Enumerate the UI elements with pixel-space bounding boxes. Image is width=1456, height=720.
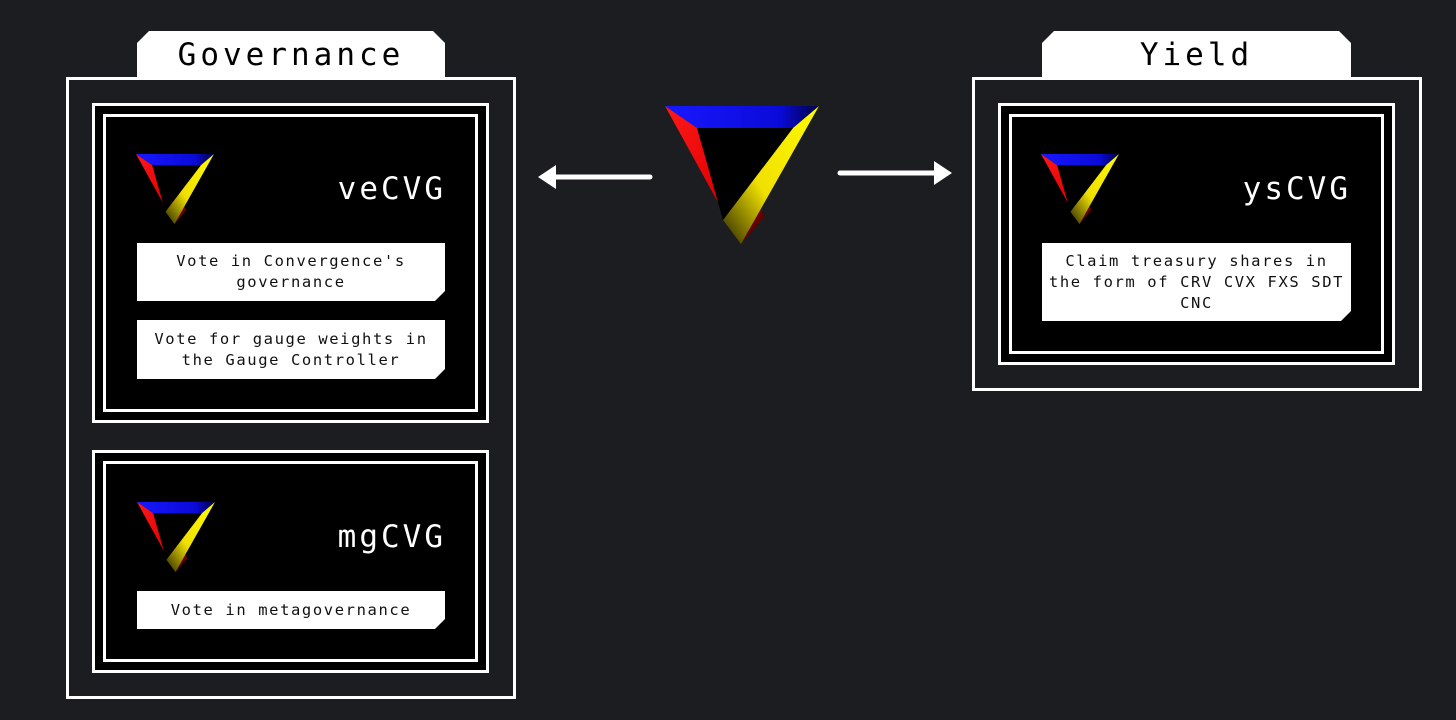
- yield-tab: Yield: [1042, 31, 1351, 79]
- yscvg-card: [998, 103, 1395, 365]
- governance-tab: Governance: [137, 31, 445, 79]
- yscvg-token-name: ysCVG: [1242, 171, 1351, 207]
- arrow-left-icon: [538, 165, 653, 189]
- cvg-logo-icon: [1041, 154, 1119, 224]
- yield-frame: [972, 77, 1422, 391]
- yscvg-feature-treasury-shares: Claim treasury shares in the form of CRV…: [1042, 243, 1351, 321]
- mgcvg-feature-metagovernance: Vote in metagovernance: [137, 591, 445, 629]
- cvg-logo-icon: [136, 154, 214, 224]
- cvg-logo-icon: [665, 106, 819, 244]
- cvg-logo-icon: [137, 502, 215, 572]
- mgcvg-token-name: mgCVG: [337, 519, 446, 555]
- vecvg-feature-gauge-weights: Vote for gauge weights in the Gauge Cont…: [137, 320, 445, 379]
- governance-frame: [66, 77, 516, 699]
- vecvg-token-name: veCVG: [337, 171, 446, 207]
- vecvg-feature-governance: Vote in Convergence's governance: [137, 243, 445, 301]
- arrow-right-icon: [837, 161, 952, 185]
- mgcvg-card: [92, 450, 489, 673]
